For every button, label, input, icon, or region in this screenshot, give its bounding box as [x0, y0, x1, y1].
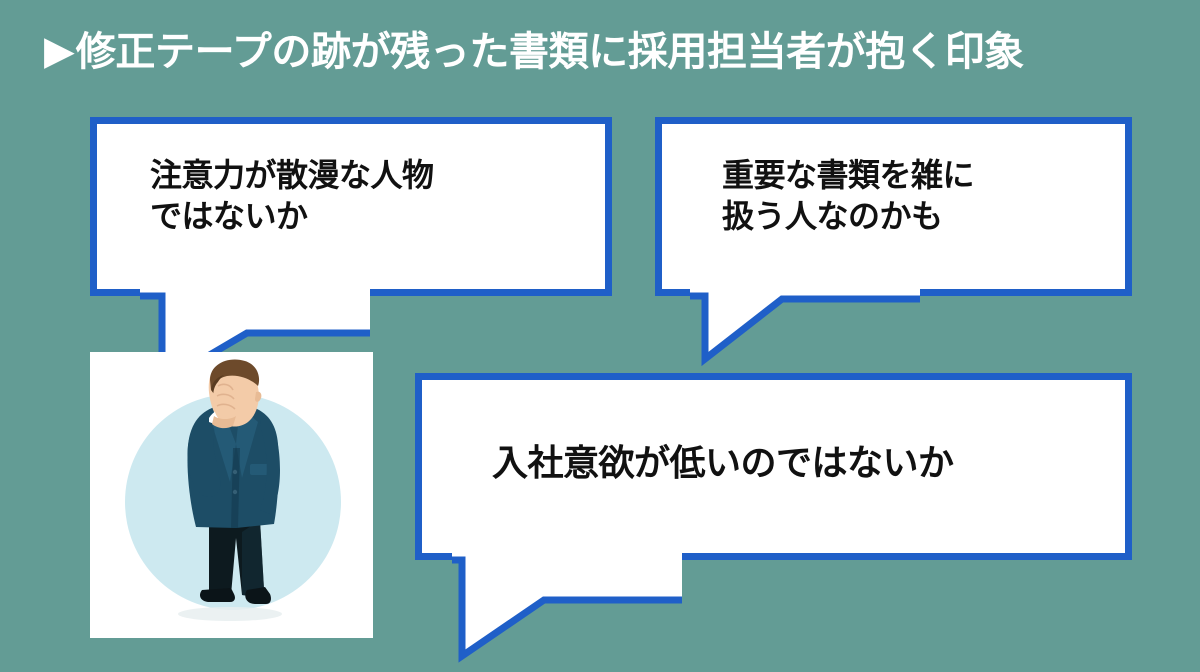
page-title: ▶ 修正テープの跡が残った書類に採用担当者が抱く印象 [44, 22, 1164, 82]
speech-bubble-3 [415, 373, 1132, 560]
left-shoe [200, 588, 235, 602]
speech-bubble-3-tail [452, 551, 682, 663]
hand-on-face [213, 378, 246, 423]
triangle-marker-icon: ▶ [44, 29, 75, 73]
right-shoe [245, 587, 271, 604]
page-title-text: 修正テープの跡が残った書類に採用担当者が抱く印象 [75, 30, 1024, 74]
speech-bubble-1-text: 注意力が散漫な人物 ではないか [150, 157, 434, 234]
hair [210, 359, 260, 390]
speech-bubble-2-text: 重要な書類を雑に 扱う人なのかも [722, 157, 975, 234]
far-arm-sleeve [260, 418, 280, 514]
raised-arm-sleeve [187, 418, 221, 498]
worried-businessman-illustration [90, 352, 373, 638]
illustration-panel [90, 352, 373, 638]
speech-bubble-3-text: 入社意欲が低いのではないか [492, 442, 954, 483]
